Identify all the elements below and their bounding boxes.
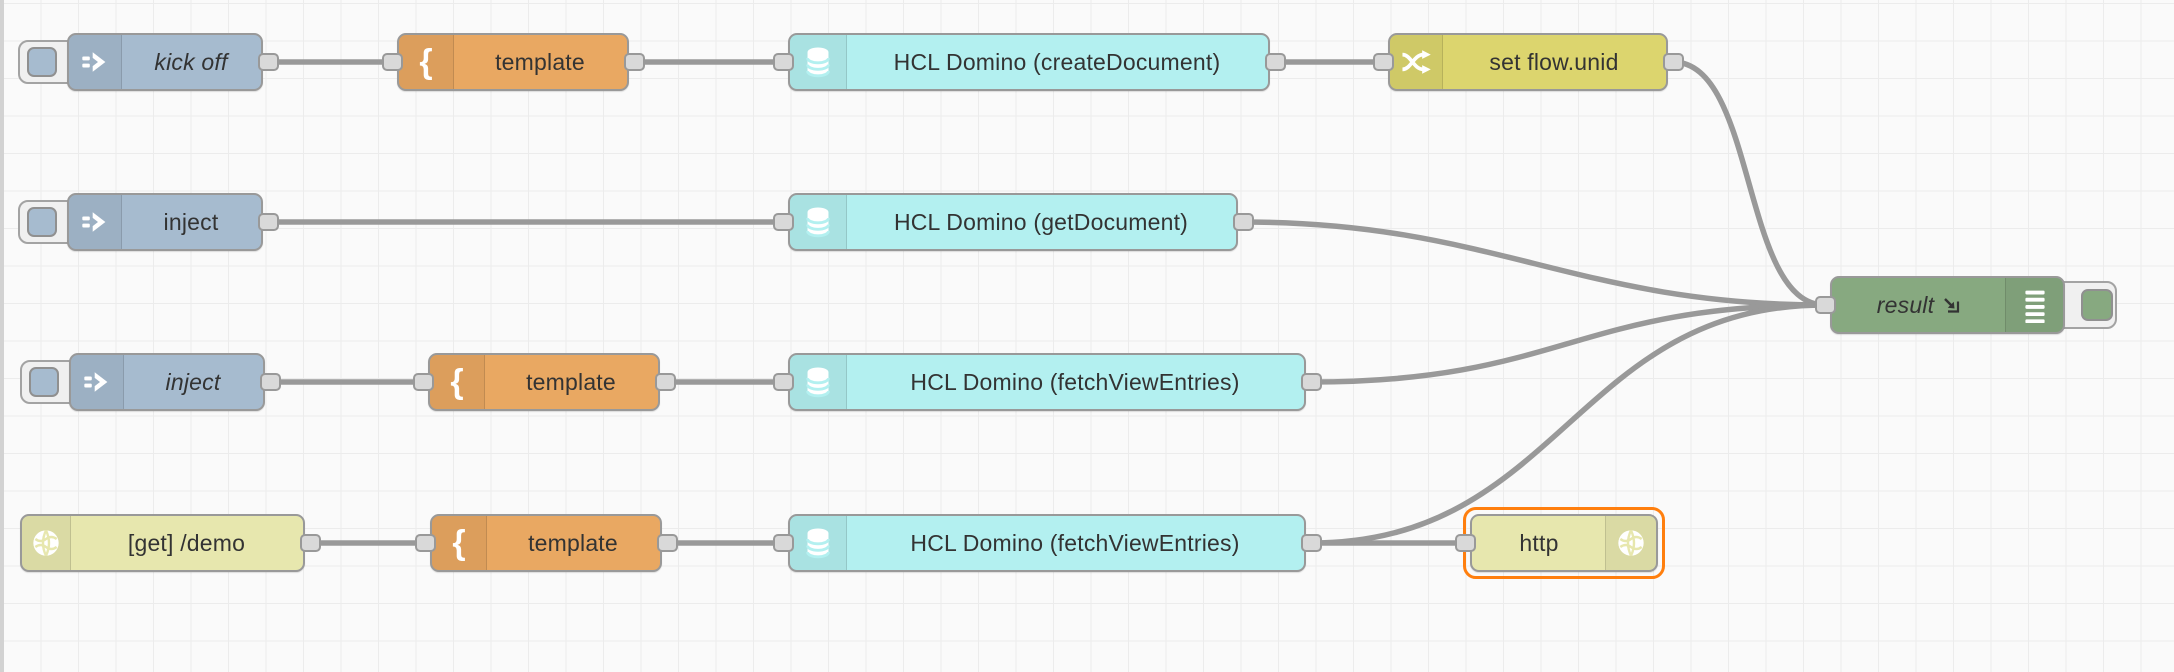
node-inject3[interactable]: inject xyxy=(69,353,265,411)
node-icon-band: { xyxy=(432,516,487,570)
inject-arrow-icon xyxy=(80,47,110,77)
node-label: http xyxy=(1519,529,1559,556)
debug-target-arrow-icon xyxy=(1941,295,1961,315)
node-icon-band xyxy=(22,516,71,570)
node-icon-band xyxy=(69,35,122,89)
node-icon-band xyxy=(1390,35,1443,89)
inject-trigger-button-face xyxy=(29,367,59,397)
node-fetch3[interactable]: HCL Domino (fetchViewEntries) xyxy=(788,353,1306,411)
debug-toggle-button-face xyxy=(2081,289,2113,321)
curly-brace-icon: { xyxy=(450,363,464,401)
node-icon-band xyxy=(790,355,847,409)
node-icon-band xyxy=(790,516,847,570)
node-icon-band xyxy=(790,35,847,89)
node-icon-band: { xyxy=(430,355,485,409)
node-change[interactable]: set flow.unid xyxy=(1388,33,1668,91)
node-label: inject xyxy=(163,208,219,235)
input-port-fetch3[interactable] xyxy=(772,373,794,391)
wire-change-to-result[interactable] xyxy=(1670,59,1828,308)
input-port-tpl4[interactable] xyxy=(414,534,436,552)
node-result[interactable]: result xyxy=(1830,276,2065,334)
node-http[interactable]: http xyxy=(1470,514,1658,572)
node-icon-band xyxy=(1605,516,1656,570)
output-port-create[interactable] xyxy=(1264,53,1286,71)
inject-trigger-button-face xyxy=(27,207,57,237)
input-port-change[interactable] xyxy=(1372,53,1394,71)
input-port-create[interactable] xyxy=(772,53,794,71)
curly-brace-icon: { xyxy=(452,524,466,562)
node-inject2[interactable]: inject xyxy=(67,193,263,251)
node-label: HCL Domino (fetchViewEntries) xyxy=(910,368,1240,395)
inject-trigger-button-face xyxy=(27,47,57,77)
output-port-tpl3[interactable] xyxy=(654,373,676,391)
node-tpl3[interactable]: { template xyxy=(428,353,660,411)
output-port-change[interactable] xyxy=(1662,53,1684,71)
wire-getdoc-to-result[interactable] xyxy=(1240,219,1828,308)
globe-icon xyxy=(30,527,62,559)
hamburger-icon xyxy=(2020,287,2050,323)
node-kickoff[interactable]: kick off xyxy=(67,33,263,91)
wire-fetch4-to-result[interactable] xyxy=(1308,302,1828,546)
node-tpl4[interactable]: { template xyxy=(430,514,662,572)
output-port-getdoc[interactable] xyxy=(1232,213,1254,231)
inject-arrow-icon xyxy=(82,367,112,397)
database-icon xyxy=(802,526,834,560)
globe-icon xyxy=(1615,527,1647,559)
node-fetch4[interactable]: HCL Domino (fetchViewEntries) xyxy=(788,514,1306,572)
node-label: HCL Domino (fetchViewEntries) xyxy=(910,529,1240,556)
node-label: template xyxy=(526,368,616,395)
output-port-tpl4[interactable] xyxy=(656,534,678,552)
node-icon-band xyxy=(790,195,847,249)
output-port-inject2[interactable] xyxy=(257,213,279,231)
node-label: HCL Domino (createDocument) xyxy=(893,48,1221,75)
node-icon-band xyxy=(71,355,124,409)
node-label: kick off xyxy=(154,48,228,75)
node-label: inject xyxy=(165,368,221,395)
node-label: result xyxy=(1876,291,1935,318)
output-port-httpin[interactable] xyxy=(299,534,321,552)
output-port-inject3[interactable] xyxy=(259,373,281,391)
inject-arrow-icon xyxy=(80,207,110,237)
node-label: HCL Domino (getDocument) xyxy=(893,208,1189,235)
node-icon-band: { xyxy=(399,35,454,89)
wire-fetch3-to-result[interactable] xyxy=(1308,302,1828,385)
input-port-result[interactable] xyxy=(1814,296,1836,314)
node-icon-band xyxy=(69,195,122,249)
input-port-tpl3[interactable] xyxy=(412,373,434,391)
output-port-fetch4[interactable] xyxy=(1300,534,1322,552)
node-tpl1[interactable]: { template xyxy=(397,33,629,91)
shuffle-icon xyxy=(1400,46,1432,78)
input-port-http[interactable] xyxy=(1454,534,1476,552)
database-icon xyxy=(802,205,834,239)
node-label: template xyxy=(528,529,618,556)
output-port-fetch3[interactable] xyxy=(1300,373,1322,391)
input-port-getdoc[interactable] xyxy=(772,213,794,231)
node-label: template xyxy=(495,48,585,75)
input-port-fetch4[interactable] xyxy=(772,534,794,552)
canvas-left-edge xyxy=(0,0,4,672)
node-icon-band xyxy=(2005,278,2063,332)
input-port-tpl1[interactable] xyxy=(381,53,403,71)
node-label: [get] /demo xyxy=(127,529,246,556)
output-port-kickoff[interactable] xyxy=(257,53,279,71)
output-port-tpl1[interactable] xyxy=(623,53,645,71)
node-getdoc[interactable]: HCL Domino (getDocument) xyxy=(788,193,1238,251)
database-icon xyxy=(802,365,834,399)
node-create[interactable]: HCL Domino (createDocument) xyxy=(788,33,1270,91)
node-label: set flow.unid xyxy=(1489,48,1619,75)
database-icon xyxy=(802,45,834,79)
curly-brace-icon: { xyxy=(419,43,433,81)
node-httpin[interactable]: [get] /demo xyxy=(20,514,305,572)
